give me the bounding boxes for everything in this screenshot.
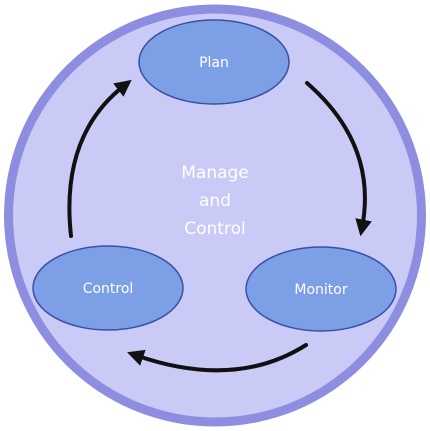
node-control-ellipse	[32, 245, 184, 331]
node-plan-ellipse	[138, 19, 290, 105]
center-line-3: Control	[184, 219, 245, 239]
center-text: Manage and Control	[181, 163, 249, 239]
node-monitor-ellipse	[245, 246, 397, 332]
arrow-monitor-to-control	[127, 343, 308, 373]
node-plan: Plan	[138, 19, 290, 105]
node-monitor-label: Monitor	[294, 282, 347, 298]
arrow-control-to-plan	[67, 79, 132, 238]
node-monitor: Monitor	[245, 246, 397, 332]
node-control: Control	[32, 245, 184, 331]
arrow-plan-to-monitor	[305, 81, 372, 237]
node-plan-label: Plan	[199, 55, 229, 71]
center-line-2: and	[199, 191, 231, 211]
node-control-label: Control	[83, 281, 134, 297]
center-line-1: Manage	[181, 163, 249, 183]
